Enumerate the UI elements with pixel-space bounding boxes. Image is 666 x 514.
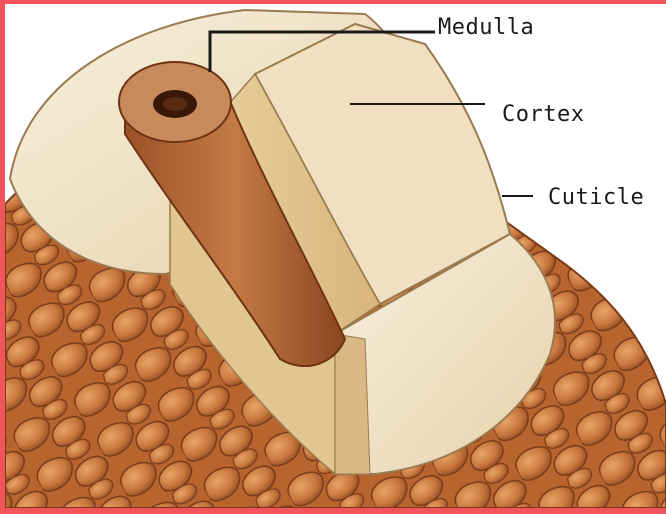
cortex-label: Cortex [502,102,584,127]
cuticle-label: Cuticle [548,185,644,210]
hair-cross-section-illustration [5,4,666,508]
cortex-cut-face-front [335,334,370,474]
medulla-label: Medulla [438,15,534,40]
